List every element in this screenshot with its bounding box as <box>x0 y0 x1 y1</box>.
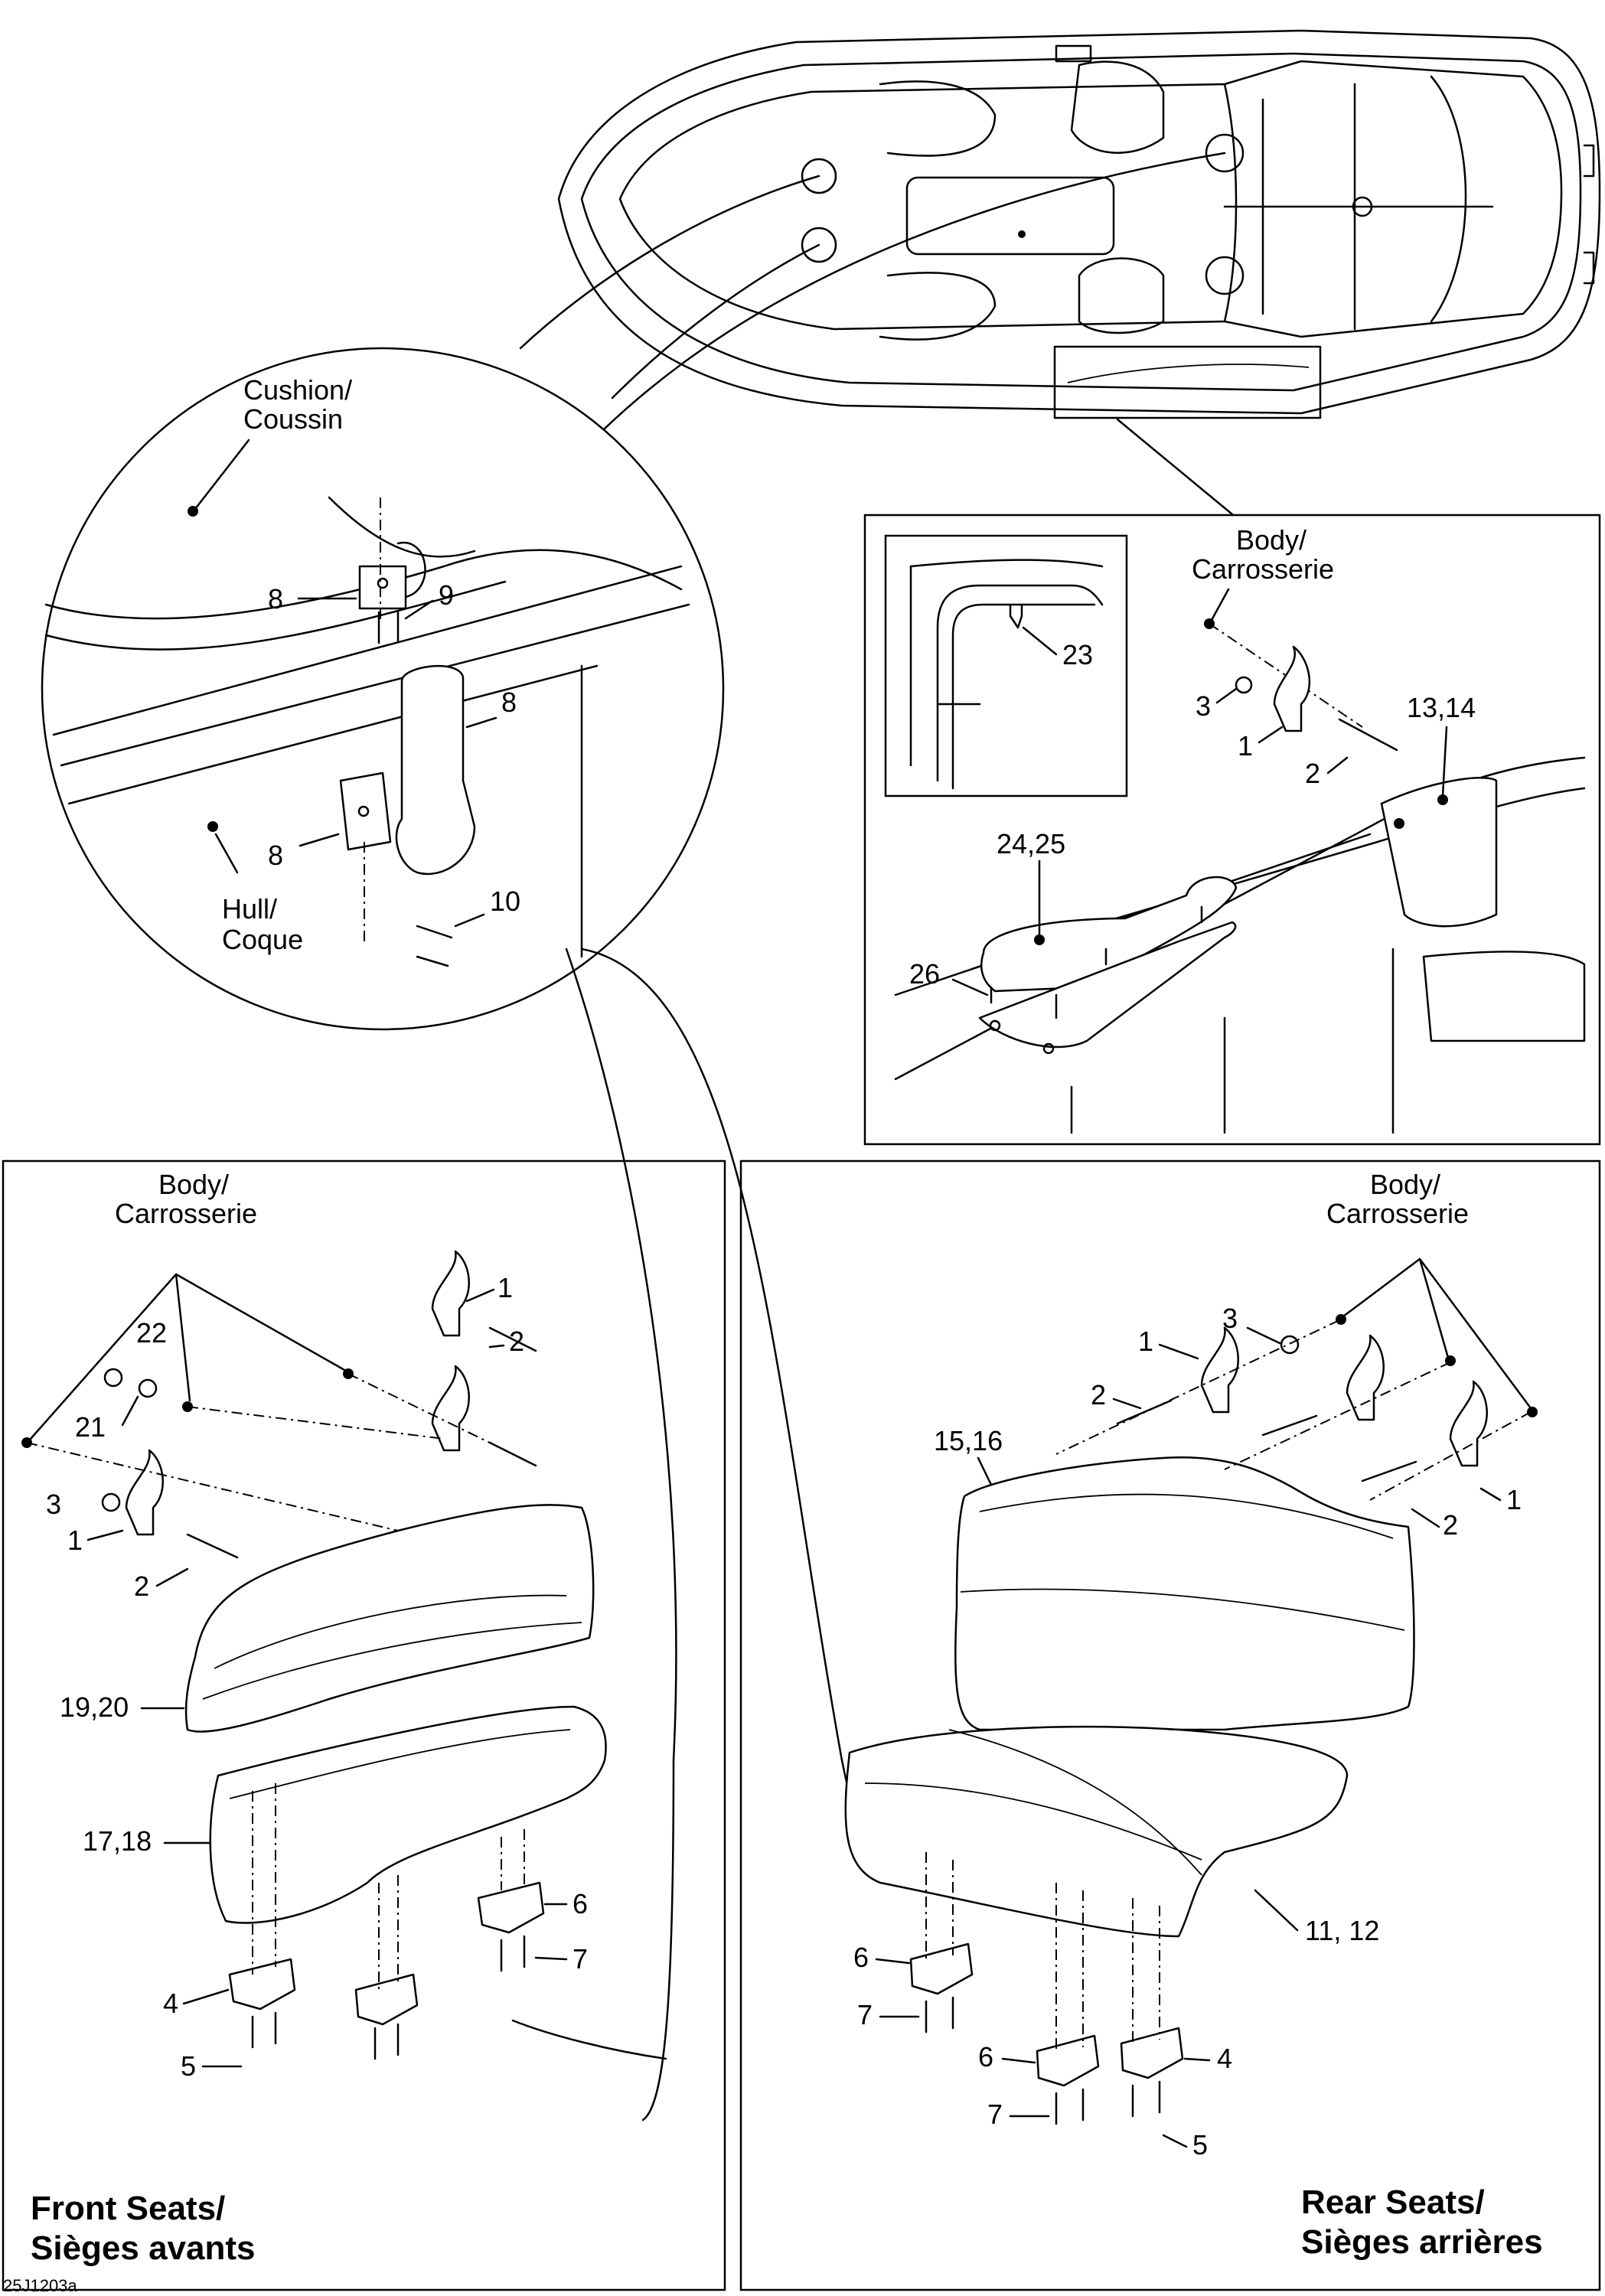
rear-seats-title-fr: Sièges arrières <box>1301 2223 1543 2261</box>
callout-17-18: 17,18 <box>83 1825 152 1857</box>
callout-10: 10 <box>490 885 520 917</box>
body-label-front: Body/ <box>158 1169 229 1200</box>
callout-4-front: 4 <box>163 1988 178 2019</box>
body-label-rear-detail: Body/ <box>1236 524 1307 556</box>
boat-top-view <box>557 29 1601 419</box>
callout-8-lower: 8 <box>268 840 283 871</box>
callout-22: 22 <box>136 1317 167 1349</box>
callout-8-upper: 8 <box>268 583 283 615</box>
cushion-label: Cushion/ <box>243 374 352 406</box>
callout-3-rear: 3 <box>1222 1303 1238 1334</box>
callout-13-14: 13,14 <box>1407 692 1476 723</box>
rear-seats-panel <box>739 1159 1601 2291</box>
callout-19-20: 19,20 <box>60 1691 129 1723</box>
callout-24-25: 24,25 <box>997 828 1065 859</box>
figure-code: 25J1203a <box>3 2276 77 2295</box>
body-label-fr-rear-detail: Carrosserie <box>1192 553 1334 585</box>
body-label-fr-rear: Carrosserie <box>1326 1198 1469 1229</box>
callout-5-front: 5 <box>181 2050 196 2082</box>
callout-2-rear-right: 2 <box>1443 1509 1458 1541</box>
callout-1-front: 1 <box>67 1525 83 1556</box>
body-label-fr-front: Carrosserie <box>115 1198 257 1229</box>
callout-2-rear-detail: 2 <box>1305 758 1320 789</box>
callout-15-16: 15,16 <box>934 1425 1003 1456</box>
body-label-rear: Body/ <box>1370 1169 1440 1200</box>
hull-label: Hull/ <box>222 893 277 925</box>
front-seats-title-fr: Sièges avants <box>31 2229 256 2267</box>
callout-2-front-top: 2 <box>509 1326 524 1357</box>
callout-7-rear-left: 7 <box>857 1999 873 2030</box>
callout-5-rear: 5 <box>1192 2129 1208 2161</box>
callout-1-front-top: 1 <box>497 1272 513 1303</box>
callout-7-front: 7 <box>573 1943 588 1975</box>
callout-6-rear-right: 6 <box>978 2041 993 2073</box>
callout-3-front: 3 <box>46 1489 61 1520</box>
hull-label-fr: Coque <box>222 924 303 955</box>
callout-3-rear-detail: 3 <box>1196 690 1211 722</box>
cushion-label-fr: Coussin <box>243 403 343 435</box>
rear-detail-box <box>863 514 1601 1146</box>
callout-6-front: 6 <box>573 1888 588 1919</box>
callout-6-rear-left: 6 <box>853 1942 869 1973</box>
callout-2-front-lower: 2 <box>134 1570 149 1602</box>
callout-1-rear-right: 1 <box>1506 1484 1522 1515</box>
callout-8-latch: 8 <box>501 687 517 718</box>
zoom-detail-circle <box>41 347 725 1031</box>
callout-7-rear-right: 7 <box>987 2099 1003 2130</box>
front-seats-panel <box>2 1159 726 2291</box>
rear-seats-title: Rear Seats/ <box>1301 2183 1485 2221</box>
callout-26: 26 <box>909 958 940 990</box>
callout-9: 9 <box>439 579 454 611</box>
callout-2-rear-left: 2 <box>1091 1379 1106 1411</box>
callout-11-12: 11, 12 <box>1305 1915 1379 1946</box>
callout-1-rear-left: 1 <box>1138 1326 1153 1357</box>
callout-1-rear-detail: 1 <box>1238 730 1253 762</box>
callout-23: 23 <box>1062 639 1093 670</box>
callout-21: 21 <box>75 1411 106 1443</box>
front-seats-title: Front Seats/ <box>31 2190 225 2227</box>
callout-4-rear: 4 <box>1217 2043 1232 2074</box>
